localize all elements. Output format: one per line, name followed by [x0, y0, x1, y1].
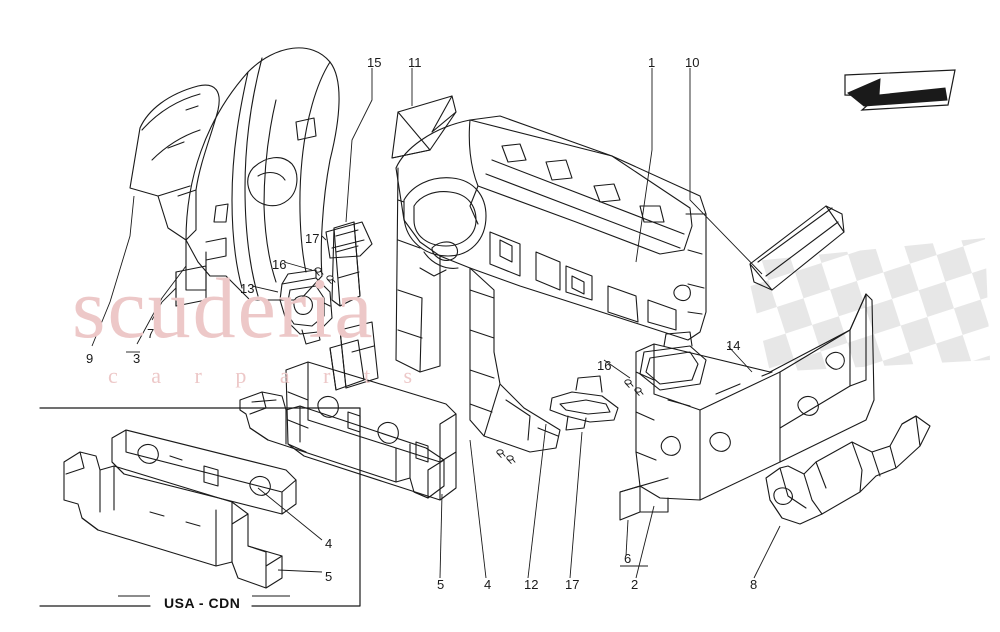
part-1-front-structure-assembly — [339, 115, 707, 453]
part-9-wheelhouse-inner — [129, 47, 340, 307]
callout-10: 10 — [685, 55, 700, 70]
part-10-reinforcement-bar — [749, 205, 845, 291]
callout-4-lower: 4 — [484, 577, 492, 592]
part-5-front-crossmember — [239, 391, 445, 499]
callout-7: 7 — [147, 326, 155, 341]
inset-label: USA - CDN — [158, 595, 247, 611]
leader-lines — [91, 68, 781, 597]
part-15-bracket — [329, 221, 365, 391]
callout-6: 6 — [624, 551, 632, 566]
callout-2: 2 — [631, 577, 639, 592]
callout-3: 3 — [133, 351, 141, 366]
part-13-hinge-bracket — [279, 269, 333, 345]
part-4-inset-bar — [111, 429, 297, 515]
part-4-sill-reinforcement — [285, 361, 457, 501]
part-8-rear-bracket — [765, 415, 931, 525]
callout-13: 13 — [240, 281, 255, 296]
direction-arrow-icon — [844, 69, 956, 111]
callout-12: 12 — [524, 577, 539, 592]
callout-16-upper: 16 — [272, 257, 287, 272]
part-11-pillar-reinforcement — [391, 95, 457, 159]
part-14-right-side-rail — [619, 293, 875, 521]
callout-5-inset: 5 — [325, 569, 333, 584]
part-17-small-bracket-upper — [325, 221, 373, 259]
callout-16-center: 16 — [597, 358, 612, 373]
part-16-bracket-center — [639, 331, 707, 391]
callout-9: 9 — [86, 351, 94, 366]
callout-5-lower: 5 — [437, 577, 445, 592]
callout-15: 15 — [367, 55, 382, 70]
callout-1: 1 — [648, 55, 656, 70]
part-5-inset-crossmember — [63, 451, 283, 589]
callout-8: 8 — [750, 577, 758, 592]
callout-4-inset: 4 — [325, 536, 333, 551]
part-12-lower-bracket — [549, 375, 619, 431]
inset-panel-border — [39, 407, 361, 607]
checkered-flag-watermark — [745, 238, 990, 372]
callout-11: 11 — [408, 55, 422, 70]
callout-14: 14 — [726, 338, 741, 353]
callout-17-upper: 17 — [305, 231, 320, 246]
callout-17-lower: 17 — [565, 577, 580, 592]
